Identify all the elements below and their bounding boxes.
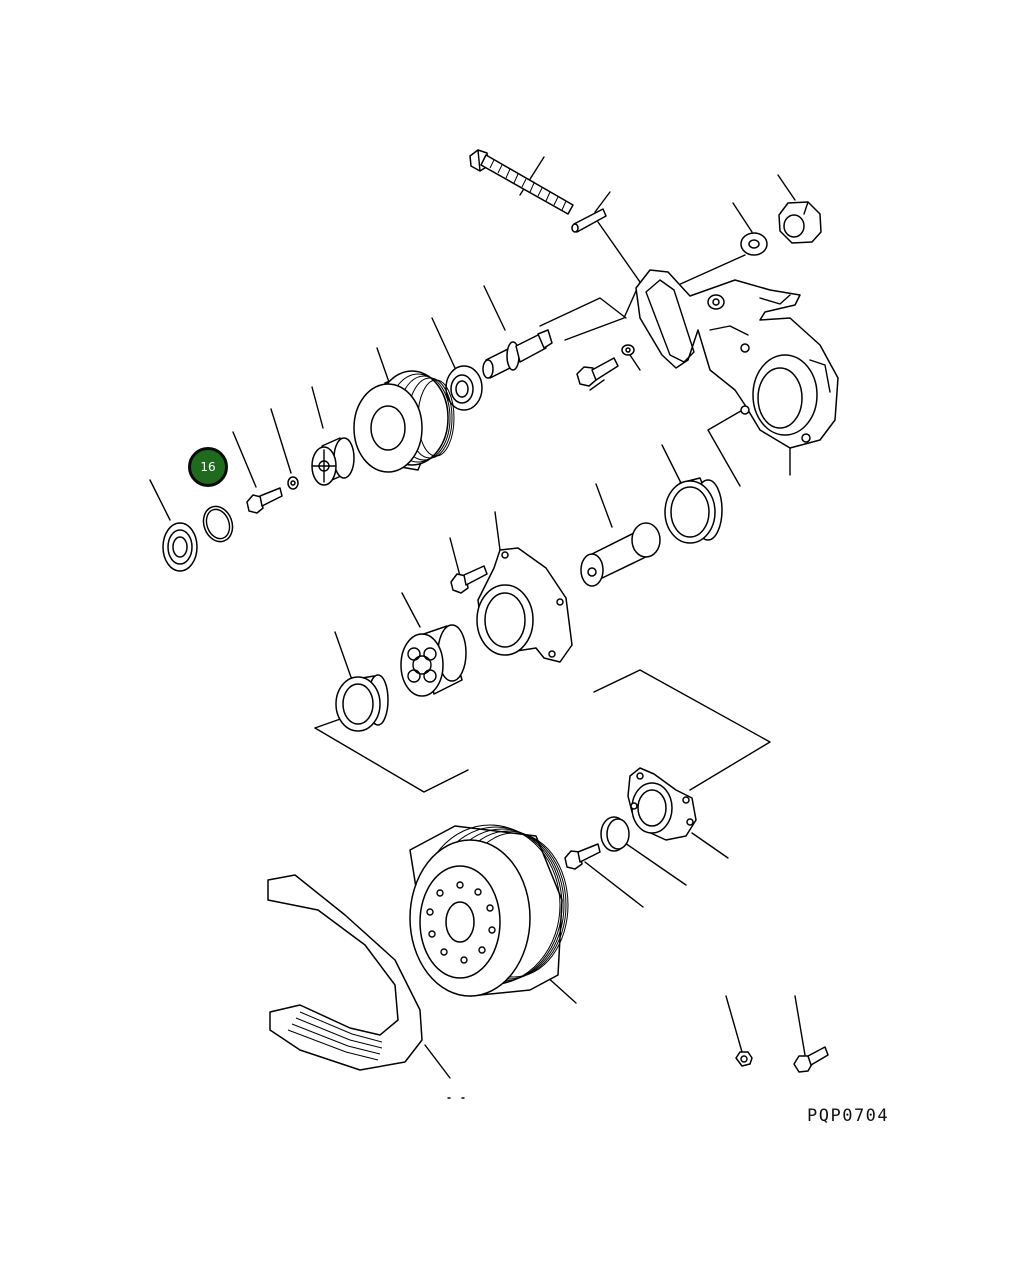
bolt-bracket [576,357,619,387]
damper-upper [311,437,355,486]
crankshaft-pulley [409,824,569,997]
washer-upper-left [287,476,299,490]
seal-ring-middle [664,477,723,544]
drawing-code: PQP0704 [807,1106,890,1126]
tensioner-bracket [635,269,839,449]
bolt-upper-left [246,487,283,514]
pulley-pin [580,522,661,587]
bearing-top [445,365,483,411]
long-bolt [469,149,574,215]
hex-nut [778,201,822,244]
seal-ring-lower [335,674,389,732]
damper-lower [400,624,467,697]
pulley-hub [627,767,697,841]
pin [571,208,607,233]
idler-pulley [353,370,455,473]
bearing-housing [476,547,573,663]
callout-badge-16[interactable]: 16 [188,447,228,487]
small-nut [735,1051,753,1067]
bolt-lower [564,843,601,870]
tensioner-shaft [482,329,553,379]
flange-bolt [793,1046,829,1073]
v-ribbed-belt [267,874,423,1071]
bolt-middle [450,565,488,594]
snap-ring [202,505,234,543]
washer-top [740,232,768,256]
seal-left [162,522,198,572]
thick-washer [600,816,630,852]
small-washer [621,344,635,356]
leader-lines [149,156,806,1079]
